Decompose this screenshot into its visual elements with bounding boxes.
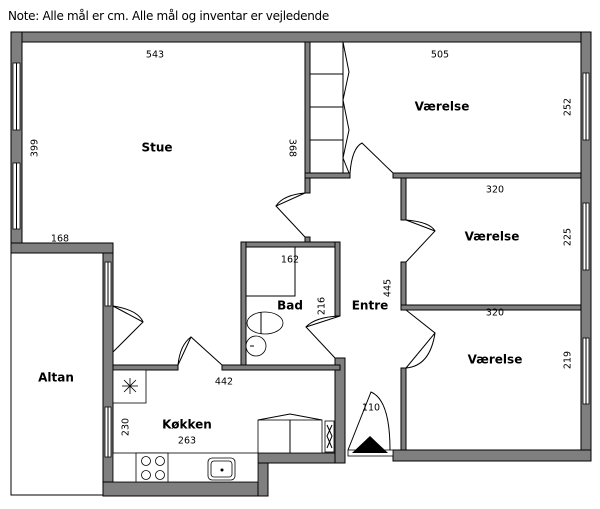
room-label-vaerelse-2: Værelse — [465, 230, 520, 244]
bathroom-fixtures — [245, 247, 296, 357]
room-label-koekken: Køkken — [162, 418, 212, 432]
kitchen-fixtures — [112, 369, 335, 483]
wardrobe — [310, 41, 350, 174]
dim-vaerelse-2-width: 320 — [486, 185, 504, 196]
dim-vaerelse-2-height: 225 — [563, 228, 574, 246]
dim-bad-width: 162 — [281, 255, 299, 266]
windows — [12, 62, 590, 458]
dim-koekken-length: 442 — [215, 377, 233, 388]
bathroom-sink-icon — [245, 335, 267, 357]
dim-vaerelse-1-width: 505 — [431, 50, 449, 61]
dim-entre-door: 110 — [362, 403, 380, 414]
dim-vaerelse-3-height: 219 — [563, 351, 574, 369]
extractor-star-icon — [122, 378, 138, 394]
room-label-entre: Entre — [352, 299, 389, 313]
room-label-vaerelse-1: Værelse — [415, 100, 470, 114]
dim-vaerelse-1-height: 252 — [563, 98, 574, 116]
dim-stue-side: 368 — [287, 139, 298, 157]
room-label-altan: Altan — [38, 371, 74, 385]
dim-vaerelse-3-width: 320 — [486, 308, 504, 319]
toilet-icon — [246, 311, 284, 335]
room-label-bad: Bad — [277, 299, 303, 313]
dim-stue-height: 399 — [30, 139, 41, 157]
dim-entre-height: 445 — [383, 279, 394, 297]
entrance-arrow-icon — [352, 436, 388, 453]
room-label-vaerelse-3: Værelse — [468, 353, 523, 367]
room-label-stue: Stue — [141, 141, 172, 155]
dim-bad-height: 216 — [317, 297, 328, 315]
room-labels: Stue 543 399 368 168 Værelse 505 252 Vær… — [30, 50, 574, 447]
dim-stue-extra: 168 — [51, 234, 69, 245]
dim-koekken-width: 263 — [178, 436, 196, 447]
plan-note: Note: Alle mål er cm. Alle mål og invent… — [8, 9, 329, 23]
dim-koekken-height: 230 — [121, 418, 132, 436]
dim-stue-width: 543 — [146, 50, 164, 61]
